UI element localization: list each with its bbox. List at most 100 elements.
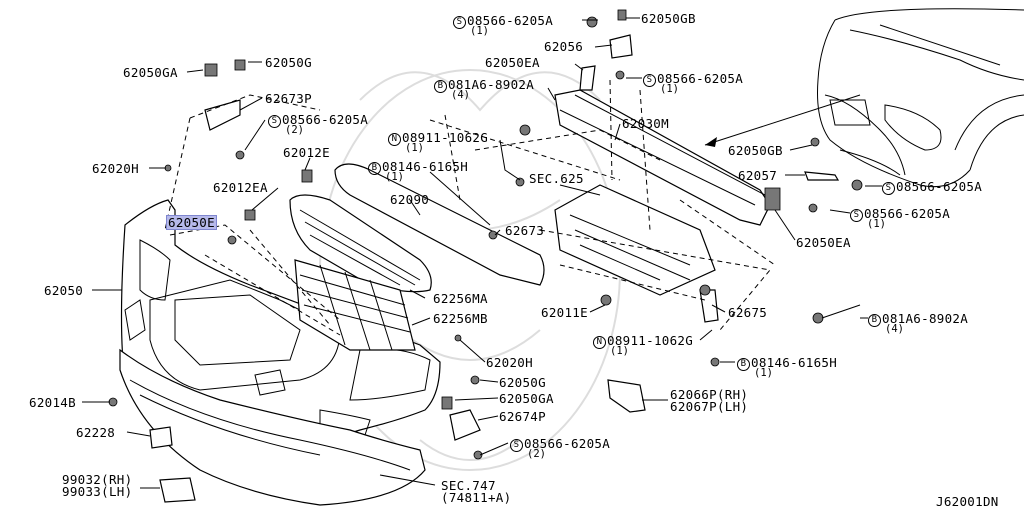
qty-08566-r2: (1)	[867, 218, 886, 230]
bumper-beam	[554, 89, 771, 226]
qty-08911-a: (1)	[405, 142, 424, 154]
label-62020H-b: 62020H	[486, 355, 533, 370]
qty-081A6-a: (4)	[451, 89, 470, 101]
label-99033: 99033(LH)	[62, 484, 133, 499]
label-99032: 99032(RH)	[62, 472, 133, 487]
label-62012E: 62012E	[283, 145, 330, 160]
screw-symbol: S	[268, 115, 281, 128]
nut-symbol: N	[593, 336, 606, 349]
car-silhouette	[817, 8, 1024, 188]
bracket-62050EA-top	[579, 65, 596, 91]
fasteners	[108, 9, 863, 460]
bracket-62057	[804, 171, 840, 181]
screw-symbol: S	[882, 182, 895, 195]
label-62050G-b: 62050G	[499, 375, 546, 390]
label-62050GB-top: 62050GB	[641, 11, 696, 26]
label-62014B: 62014B	[29, 395, 76, 410]
bolt-symbol: B	[868, 314, 881, 327]
nut-symbol: N	[388, 133, 401, 146]
bolt-shaft	[821, 304, 861, 319]
label-62050: 62050	[44, 283, 84, 298]
guide-lines	[164, 79, 776, 336]
label-sec625[interactable]: SEC.625	[529, 171, 584, 186]
label-62056: 62056	[544, 39, 584, 54]
qty-08911-b: (1)	[610, 345, 629, 357]
label-62050EA-r: 62050EA	[796, 235, 851, 250]
screw-symbol: S	[453, 16, 466, 29]
qty-08566-b: (2)	[527, 448, 546, 460]
label-text: 081A6-8902A	[882, 311, 969, 326]
label-62050G-a: 62050G	[265, 55, 312, 70]
label-62050GA-a: 62050GA	[123, 65, 178, 80]
label-62674P: 62674P	[499, 409, 546, 424]
bracket-62056	[609, 34, 633, 59]
label-62030M: 62030M	[622, 116, 669, 131]
diagram-id: J62001DN	[936, 494, 999, 509]
label-text: 08566-6205A	[864, 206, 951, 221]
qty-08566-top: (1)	[470, 25, 489, 37]
leader-lines	[82, 17, 882, 489]
label-62675: 62675	[728, 305, 768, 320]
bolt-symbol: B	[737, 358, 750, 371]
label-sec747-sub: (74811+A)	[441, 490, 512, 505]
label-text: 08566-6205A	[282, 112, 369, 127]
label-62066P: 62066P(RH)	[670, 387, 749, 402]
bolt-symbol: B	[434, 80, 447, 93]
label-62256MB: 62256MB	[433, 311, 488, 326]
cap-62228	[149, 426, 173, 449]
label-62256MA: 62256MA	[433, 291, 488, 306]
label-62050EA-top: 62050EA	[485, 55, 540, 70]
label-text: 08911-1062G	[607, 333, 694, 348]
screw-symbol: S	[510, 439, 523, 452]
label-62050E-highlighted[interactable]: 62050E	[166, 215, 217, 230]
label-62012EA: 62012EA	[213, 180, 268, 195]
label-62673: 62673	[505, 223, 545, 238]
label-62673P: 62673P	[265, 91, 312, 106]
qty-08566-mid: (1)	[660, 83, 679, 95]
label-text: 08566-6205A	[896, 179, 983, 194]
label-62011E: 62011E	[541, 305, 588, 320]
label-text: 08146-6165H	[382, 159, 469, 174]
bracket-62050EA	[764, 187, 781, 211]
label-text: 08566-6205A	[524, 436, 611, 451]
label-62020H-a: 62020H	[92, 161, 139, 176]
label-text: 08566-6205A	[657, 71, 744, 86]
screw-symbol: S	[643, 74, 656, 87]
hook-cover-99032	[159, 477, 196, 503]
under-cover	[554, 184, 716, 296]
label-62050GB-r: 62050GB	[728, 143, 783, 158]
label-text: 08911-1062G	[402, 130, 489, 145]
bumper-fascia	[119, 199, 441, 506]
bracket-62674P	[449, 409, 481, 441]
label-62228: 62228	[76, 425, 116, 440]
qty-081A6-b: (4)	[885, 323, 904, 335]
upper-reinforcement	[334, 163, 545, 286]
qty-08566-a: (2)	[285, 124, 304, 136]
bracket-62066P	[607, 379, 646, 413]
label-62057: 62057	[738, 168, 778, 183]
qty-08146-a: (1)	[385, 171, 404, 183]
bracket-62673P	[204, 99, 241, 131]
label-62090: 62090	[390, 192, 430, 207]
label-62050GA-b: 62050GA	[499, 391, 554, 406]
label-62067P: 62067P(LH)	[670, 399, 749, 414]
grille	[289, 194, 432, 351]
label-text: 08146-6165H	[751, 355, 838, 370]
qty-08146-b: (1)	[754, 367, 773, 379]
bolt-symbol: B	[368, 162, 381, 175]
label-sec747[interactable]: SEC.747	[441, 478, 496, 493]
